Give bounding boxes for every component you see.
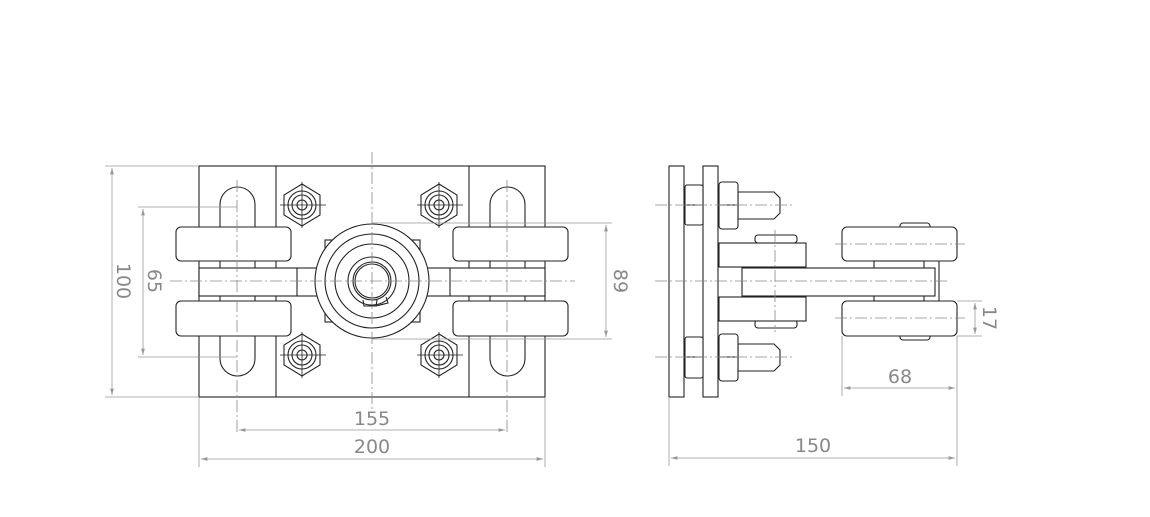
plate-back	[668, 165, 685, 398]
front-dimensions: 100 65 89 155 200	[105, 165, 631, 467]
side-roller-bottom	[841, 300, 958, 337]
dim-200: 200	[354, 436, 390, 458]
arm	[741, 267, 936, 297]
dim-68: 68	[888, 366, 912, 388]
side-view	[655, 165, 965, 398]
bracket-bottom	[718, 296, 807, 322]
plate-front	[702, 165, 719, 398]
dim-155: 155	[354, 408, 390, 430]
washer-top	[754, 234, 798, 244]
roller-top-right	[452, 226, 569, 262]
roller-bottom-right	[452, 300, 569, 337]
dim-100: 100	[112, 263, 134, 299]
dim-17: 17	[978, 306, 1000, 330]
bolt-bottom	[737, 343, 781, 372]
dim-89: 89	[609, 269, 631, 293]
dim-150: 150	[795, 435, 831, 457]
roller-bottom-left	[175, 300, 292, 337]
side-dimensions: 17 68 150	[668, 300, 1000, 466]
front-view	[170, 152, 575, 432]
bracket-top	[718, 242, 807, 268]
bolt-top	[737, 191, 781, 220]
dim-65: 65	[143, 269, 165, 293]
roller-top-left	[175, 226, 292, 262]
